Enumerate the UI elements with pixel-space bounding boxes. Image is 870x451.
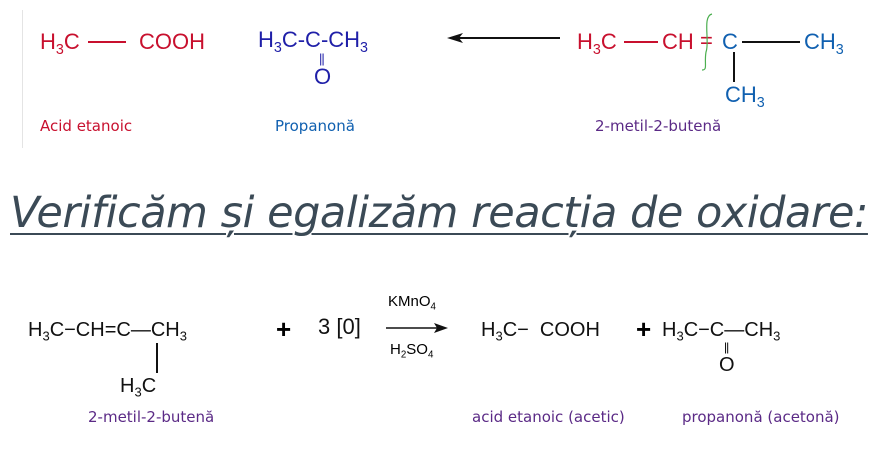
ketone-label: Propanonă bbox=[275, 117, 355, 135]
alkene-b: CH bbox=[662, 29, 694, 54]
reactant-chain: H3C−CH=C—CH3 bbox=[28, 319, 187, 344]
plus-sign: + bbox=[276, 314, 292, 344]
product2-chain: H3C−C—CH3 bbox=[662, 319, 781, 344]
alkene-d: CH3 bbox=[804, 29, 844, 58]
plus-sign: + bbox=[636, 314, 652, 344]
oxidant: 3 [0] bbox=[318, 314, 361, 339]
alkene-c: C bbox=[722, 29, 738, 54]
alkene-e: CH3 bbox=[725, 82, 765, 111]
page-heading: Verificăm și egalizăm reacția de oxidare… bbox=[10, 188, 868, 238]
ketone-oxygen: O bbox=[314, 64, 332, 89]
bond bbox=[742, 41, 800, 43]
product1-label: acid etanoic (acetic) bbox=[472, 408, 625, 426]
acid-label: Acid etanoic bbox=[40, 117, 133, 135]
ketone-double-bond: || bbox=[319, 51, 325, 66]
reagent-bottom: H2SO4 bbox=[390, 341, 434, 361]
reactant-label: 2-metil-2-butenă bbox=[88, 408, 215, 426]
ketone-chain: H3C-C-CH3 bbox=[258, 27, 368, 56]
reactant-branch: H3C bbox=[120, 375, 157, 400]
product1-formula: H3C− COOH bbox=[481, 319, 600, 344]
divider bbox=[22, 10, 23, 148]
arrow-left-icon bbox=[447, 33, 560, 43]
reagent-top: KMnO4 bbox=[388, 293, 436, 313]
bond bbox=[624, 41, 658, 43]
cleavage-bracket-icon bbox=[701, 13, 713, 71]
acid-methyl: H3C bbox=[40, 29, 80, 58]
product2-double-bond: || bbox=[724, 340, 729, 354]
bond bbox=[88, 41, 126, 43]
product2-oxygen: O bbox=[719, 354, 735, 376]
alkene-label: 2-metil-2-butenă bbox=[595, 117, 722, 135]
bond bbox=[156, 343, 158, 373]
alkene-double-bond: = bbox=[700, 28, 713, 53]
alkene-a: H3C bbox=[577, 29, 617, 58]
bond bbox=[733, 52, 735, 82]
product2-label: propanonă (acetonă) bbox=[682, 408, 840, 426]
acid-carboxyl: COOH bbox=[139, 29, 205, 54]
arrow-right-icon bbox=[386, 323, 448, 333]
